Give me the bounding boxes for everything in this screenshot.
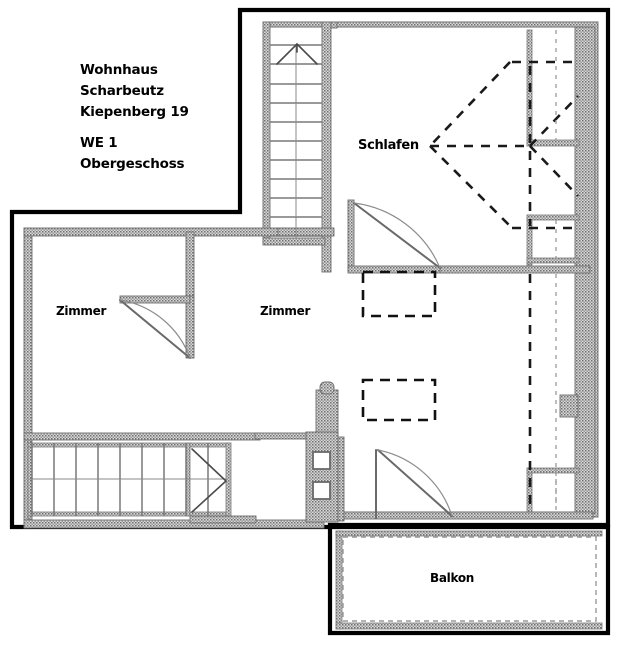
balcony-wall-bottom	[335, 622, 603, 630]
roof-eave-lines	[528, 30, 557, 512]
title-line-3: Kiepenberg 19	[80, 104, 189, 120]
wall-stair-upper-bottom	[262, 237, 326, 246]
wall-stair-upper-left	[262, 21, 271, 245]
walls	[23, 21, 599, 529]
wall-schlafen-bottom-b	[439, 265, 591, 274]
wall-stair-lower-bottom	[27, 511, 231, 517]
wall-corridor-lower	[23, 432, 261, 441]
staircase-upper	[270, 42, 322, 238]
room-label-schlafen: Schlafen	[358, 138, 419, 153]
wall-left-bottom	[23, 519, 325, 529]
room-labels: Schlafen Zimmer Zimmer Balkon	[56, 138, 474, 585]
skylight-lower	[361, 378, 437, 422]
wall-dormer-low-left	[526, 467, 533, 515]
balcony-railing-line	[342, 536, 597, 622]
door-schlafen	[353, 202, 441, 269]
room-label-zimmer-center: Zimmer	[260, 304, 310, 318]
title-line-2: Scharbeutz	[80, 83, 164, 99]
wall-chimney-cap	[319, 381, 335, 395]
wall-dormer-mid-bottom	[526, 257, 580, 264]
doors	[119, 202, 453, 519]
flue-opening-lower	[312, 481, 331, 500]
roof-hip-lines	[429, 60, 579, 230]
balcony-wall-top	[335, 530, 603, 537]
wall-left-top	[23, 227, 287, 237]
room-label-zimmer-left: Zimmer	[56, 304, 106, 318]
wall-left-top-right-run	[277, 227, 335, 237]
wall-schlafen-left	[347, 199, 355, 273]
wall-stair-lower-top	[27, 442, 231, 448]
door-zimmer-left	[119, 299, 191, 359]
door-balcony	[375, 449, 453, 519]
balcony	[335, 530, 603, 630]
level-label: Obergeschoss	[80, 156, 185, 172]
wall-schlafen-top-left	[330, 21, 338, 29]
skylight-upper	[361, 270, 437, 318]
title-block: Wohnhaus Scharbeutz Kiepenberg 19 WE 1 O…	[80, 62, 189, 172]
wall-right-jog	[559, 394, 579, 418]
staircase-lower	[30, 443, 228, 516]
unit-label: WE 1	[80, 135, 117, 151]
wall-zimmer-partition-upper	[185, 231, 195, 301]
title-line-1: Wohnhaus	[80, 62, 158, 78]
wall-chimney-body	[305, 431, 339, 523]
wall-dormer-low-top	[526, 467, 580, 474]
wall-dormer-top-bottom	[526, 139, 580, 147]
wall-bath-right	[337, 436, 345, 522]
wall-zimmer-partition-lower	[185, 295, 195, 359]
skylight-openings	[361, 270, 437, 422]
balcony-wall-left	[335, 530, 343, 630]
wall-stair-landing-stub	[189, 515, 257, 524]
balcony-outline	[327, 524, 611, 636]
wall-stair-upper-right	[321, 21, 332, 273]
flue-opening-upper	[312, 451, 331, 470]
wall-dormer-mid-top	[526, 214, 580, 221]
room-label-balkon: Balkon	[430, 571, 474, 585]
outer-boundary	[9, 7, 611, 636]
